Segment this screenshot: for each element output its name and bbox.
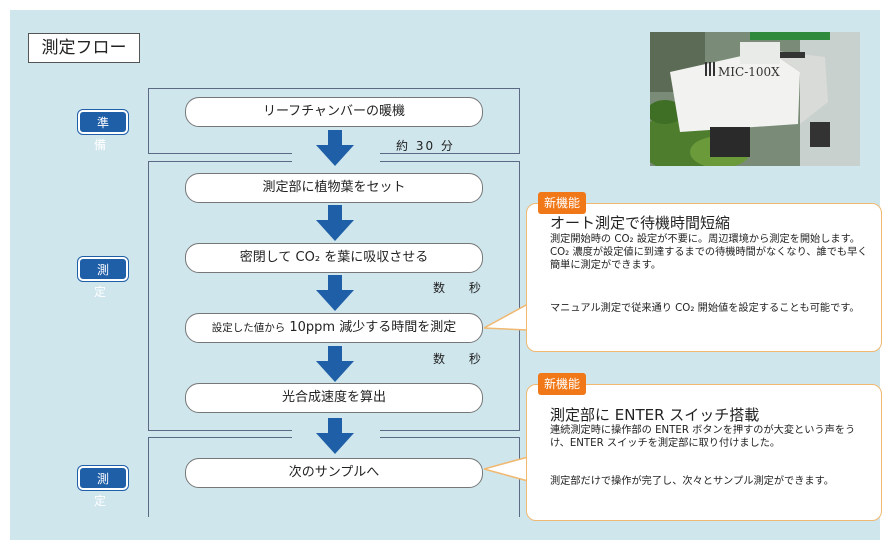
time-label-absorb: 数 秒 [433, 281, 491, 295]
new-feature-badge: 新機能 [538, 373, 587, 395]
step-set-leaf: 測定部に植物葉をセット [185, 173, 483, 203]
device-photo: MIC-100X [650, 32, 860, 166]
callout-body [526, 384, 882, 521]
device-model-label: MIC-100X [718, 65, 780, 79]
callout-text-2: マニュアル測定で従来通り CO₂ 開始値を設定することも可能です。 [550, 303, 860, 314]
callout-text-2: 測定部だけで操作が完了し、次々とサンプル測定ができます。 [550, 476, 834, 487]
stage-badge-measure: 測 定 [78, 257, 128, 299]
step-calc-rate: 光合成速度を算出 [185, 383, 483, 413]
callout-pointer [484, 456, 529, 482]
callout-text-1: 測定開始時の CO₂ 設定が不要に。周辺環境から測定を開始します。CO₂ 濃度が… [550, 234, 868, 271]
diagram-title: 測定フロー [28, 33, 140, 63]
down-arrow-icon [316, 205, 354, 241]
stage-badge-measure-2: 測 定 [78, 466, 128, 508]
step-warmup: リーフチャンバーの暖機 [185, 97, 483, 127]
down-arrow-icon [316, 130, 354, 166]
time-label-measure: 数 秒 [433, 352, 491, 366]
callout-auto-measure: 新機能 オート測定で待機時間短縮 測定開始時の CO₂ 設定が不要に。周辺環境か… [526, 192, 882, 352]
down-arrow-icon [316, 418, 354, 454]
callout-pointer [484, 303, 529, 331]
callout-text-1: 連続測定時に操作部の ENTER ボタンを押すのが大変という声をうけ、ENTER… [550, 425, 856, 449]
step-absorb-co2: 密閉して CO₂ を葉に吸収させる [185, 243, 483, 273]
stage-badge-prep: 準 備 [78, 110, 128, 152]
step-measure-time-main: 10ppm 減少する時間を測定 [289, 320, 457, 335]
callout-body [526, 203, 882, 352]
callout-enter-switch: 新機能 測定部に ENTER スイッチ搭載 連続測定時に操作部の ENTER ボ… [526, 373, 882, 521]
step-measure-time-prefix: 設定した値から [211, 322, 286, 334]
time-label-warmup: 約 30 分 [396, 139, 455, 153]
callout-title: オート測定で待機時間短縮 [550, 214, 731, 232]
step-measure-time: 設定した値から 10ppm 減少する時間を測定 [185, 313, 483, 343]
new-feature-badge: 新機能 [538, 192, 587, 214]
device-photo-illustration: MIC-100X [650, 32, 860, 166]
down-arrow-icon [316, 275, 354, 311]
step-next-sample: 次のサンプルへ [185, 458, 483, 488]
callout-title: 測定部に ENTER スイッチ搭載 [550, 406, 760, 424]
down-arrow-icon [316, 346, 354, 382]
